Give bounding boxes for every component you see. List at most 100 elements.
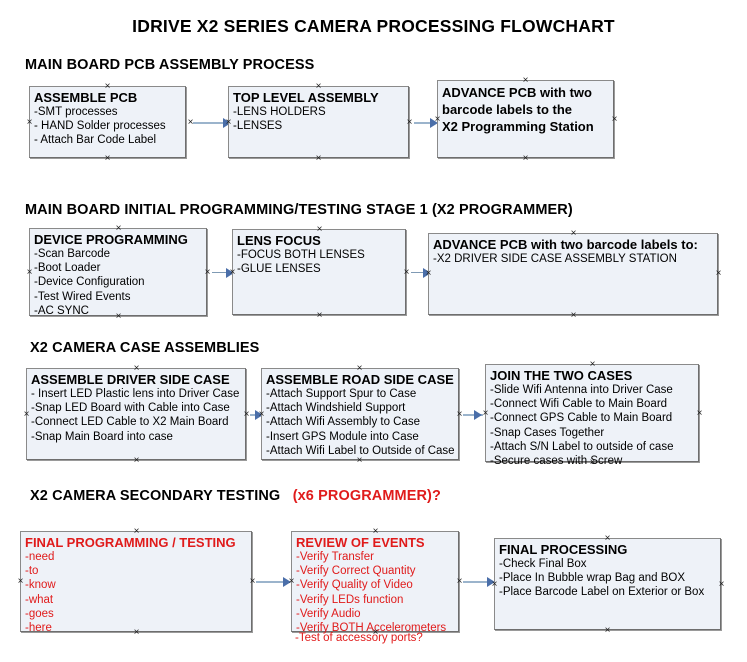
- connection-handle-bottom[interactable]: [521, 154, 530, 163]
- connection-handle-top[interactable]: [521, 76, 530, 85]
- connection-handle-right[interactable]: [203, 268, 212, 277]
- connection-handle-left[interactable]: [25, 268, 34, 277]
- box-header: FINAL PROGRAMMING / TESTING: [25, 535, 236, 550]
- box-assemble-pcb[interactable]: ASSEMBLE PCB -SMT processes - HAND Solde…: [29, 86, 186, 158]
- connector-arrow-line: [463, 414, 483, 416]
- list-item: -AC SYNC: [34, 304, 89, 317]
- connection-handle-bottom[interactable]: [132, 628, 141, 637]
- connection-handle-right[interactable]: [610, 115, 619, 124]
- list-item: - Insert LED Plastic lens into Driver Ca…: [31, 388, 240, 400]
- box-assemble-road-side-case[interactable]: ASSEMBLE ROAD SIDE CASE -Attach Support …: [261, 368, 459, 460]
- box-final-programming-testing[interactable]: FINAL PROGRAMMING / TESTING -need -to -k…: [20, 531, 252, 635]
- connection-handle-left[interactable]: [481, 409, 490, 418]
- box-device-programming[interactable]: DEVICE PROGRAMMING -Scan Barcode -Boot L…: [29, 228, 207, 317]
- list-item: -need: [25, 551, 55, 563]
- connection-handle-right[interactable]: [405, 118, 414, 127]
- list-item: -Scan Barcode: [34, 248, 111, 260]
- connection-handle-bottom[interactable]: [314, 154, 323, 163]
- list-item: -Verify Transfer: [296, 551, 374, 563]
- connection-handle-left[interactable]: [424, 269, 433, 278]
- box-item-list: -FOCUS BOTH LENSES -GLUE LENSES: [237, 248, 401, 276]
- connection-handle-top[interactable]: [315, 225, 324, 234]
- box-item-list: - Insert LED Plastic lens into Driver Ca…: [31, 387, 241, 444]
- list-item: -Attach S/N Label to outside of case: [490, 440, 674, 453]
- connector-arrow-line: [463, 581, 493, 583]
- box-assemble-driver-side-case[interactable]: ASSEMBLE DRIVER SIDE CASE - Insert LED P…: [26, 368, 246, 460]
- box-header: FINAL PROCESSING: [499, 542, 628, 557]
- connection-handle-left[interactable]: [490, 580, 499, 589]
- box-final-processing[interactable]: FINAL PROCESSING -Check Final Box -Place…: [494, 538, 721, 630]
- connection-handle-right[interactable]: [714, 269, 723, 278]
- connection-handle-top[interactable]: [114, 224, 123, 233]
- list-item: -Test Wired Events: [34, 290, 131, 303]
- list-item: -Verify Correct Quantity: [296, 565, 416, 578]
- connection-handle-left[interactable]: [287, 577, 296, 586]
- connection-handle-right[interactable]: [186, 118, 195, 127]
- list-item: -Slide Wifi Antenna into Driver Case: [490, 384, 673, 396]
- connection-handle-bottom[interactable]: [315, 311, 324, 320]
- list-item: -what: [25, 593, 54, 606]
- connection-handle-top[interactable]: [603, 534, 612, 543]
- list-item: -Attach Wifi Label to Outside of Case: [266, 444, 455, 457]
- connection-handle-top[interactable]: [132, 364, 141, 373]
- list-item: -here: [25, 622, 52, 635]
- connector-arrow-line: [414, 122, 436, 124]
- connection-handle-top[interactable]: [588, 360, 597, 369]
- connection-handle-top[interactable]: [569, 229, 578, 238]
- connection-handle-right[interactable]: [695, 409, 704, 418]
- connector-arrow-line: [411, 272, 429, 273]
- box-lens-focus[interactable]: LENS FOCUS -FOCUS BOTH LENSES -GLUE LENS…: [232, 229, 406, 315]
- box-review-of-events[interactable]: REVIEW OF EVENTS -Verify Transfer -Verif…: [291, 531, 459, 634]
- connection-handle-right[interactable]: [717, 580, 726, 589]
- connection-handle-top[interactable]: [371, 527, 380, 536]
- connection-handle-right[interactable]: [402, 268, 411, 277]
- connection-handle-bottom[interactable]: [588, 458, 597, 467]
- box-header: ASSEMBLE DRIVER SIDE CASE: [31, 372, 230, 387]
- list-item: -Snap Main Board into case: [31, 430, 173, 443]
- connection-handle-top[interactable]: [314, 82, 323, 91]
- connection-handle-left[interactable]: [16, 577, 25, 586]
- connection-handle-top[interactable]: [103, 82, 112, 91]
- connection-handle-top[interactable]: [355, 364, 364, 373]
- box-advance-pcb-to-driver-side-case[interactable]: ADVANCE PCB with two barcode labels to: …: [428, 233, 718, 315]
- box-header-line-1: ADVANCE PCB with two: [442, 85, 592, 100]
- list-item: -GLUE LENSES: [237, 263, 321, 276]
- connection-handle-bottom[interactable]: [103, 154, 112, 163]
- list-item: -Verify LEDs function: [296, 593, 404, 606]
- connection-handle-left[interactable]: [257, 410, 266, 419]
- list-item: -goes: [25, 607, 54, 620]
- list-item: -X2 DRIVER SIDE CASE ASSEMBLY STATION: [433, 253, 677, 265]
- box-header: TOP LEVEL ASSEMBLY: [233, 90, 379, 105]
- box-item-list: -SMT processes - HAND Solder processes -…: [34, 105, 181, 148]
- section-heading-text: X2 CAMERA SECONDARY TESTING: [30, 488, 281, 504]
- connection-handle-top[interactable]: [132, 527, 141, 536]
- list-item: -Connect GPS Cable to Main Board: [490, 412, 673, 425]
- connection-handle-bottom[interactable]: [132, 456, 141, 465]
- list-item: -FOCUS BOTH LENSES: [237, 249, 365, 261]
- connection-handle-bottom[interactable]: [569, 311, 578, 320]
- list-item: -Device Configuration: [34, 276, 145, 289]
- box-header: ASSEMBLE ROAD SIDE CASE: [266, 372, 454, 387]
- connection-handle-left[interactable]: [224, 118, 233, 127]
- section-heading-main-board-pcb-assembly: MAIN BOARD PCB ASSEMBLY PROCESS: [25, 57, 315, 73]
- box-item-list: -Check Final Box -Place In Bubble wrap B…: [499, 557, 716, 600]
- connection-handle-bottom[interactable]: [114, 312, 123, 321]
- connection-handle-left[interactable]: [25, 118, 34, 127]
- list-item: -Insert GPS Module into Case: [266, 430, 419, 443]
- box-header: REVIEW OF EVENTS: [296, 535, 425, 550]
- list-item: - Attach Bar Code Label: [34, 134, 157, 147]
- box-join-the-two-cases[interactable]: JOIN THE TWO CASES -Slide Wifi Antenna i…: [485, 364, 699, 467]
- connection-handle-bottom[interactable]: [355, 456, 364, 465]
- section-heading-red-note: (x6 PROGRAMMER)?: [292, 488, 441, 504]
- connection-handle-left[interactable]: [433, 115, 442, 124]
- box-top-level-assembly[interactable]: TOP LEVEL ASSEMBLY -LENS HOLDERS -LENSES: [228, 86, 409, 158]
- connection-handle-left[interactable]: [228, 268, 237, 277]
- box-advance-pcb-to-programming-station[interactable]: ADVANCE PCB with two barcode labels to t…: [437, 80, 614, 158]
- connection-handle-bottom[interactable]: [603, 626, 612, 635]
- connection-handle-left[interactable]: [22, 410, 31, 419]
- list-item: -Boot Loader: [34, 262, 101, 275]
- list-item: -Connect LED Cable to X2 Main Board: [31, 416, 229, 429]
- connection-handle-bottom[interactable]: [371, 628, 380, 637]
- box-header: ASSEMBLE PCB: [34, 90, 138, 105]
